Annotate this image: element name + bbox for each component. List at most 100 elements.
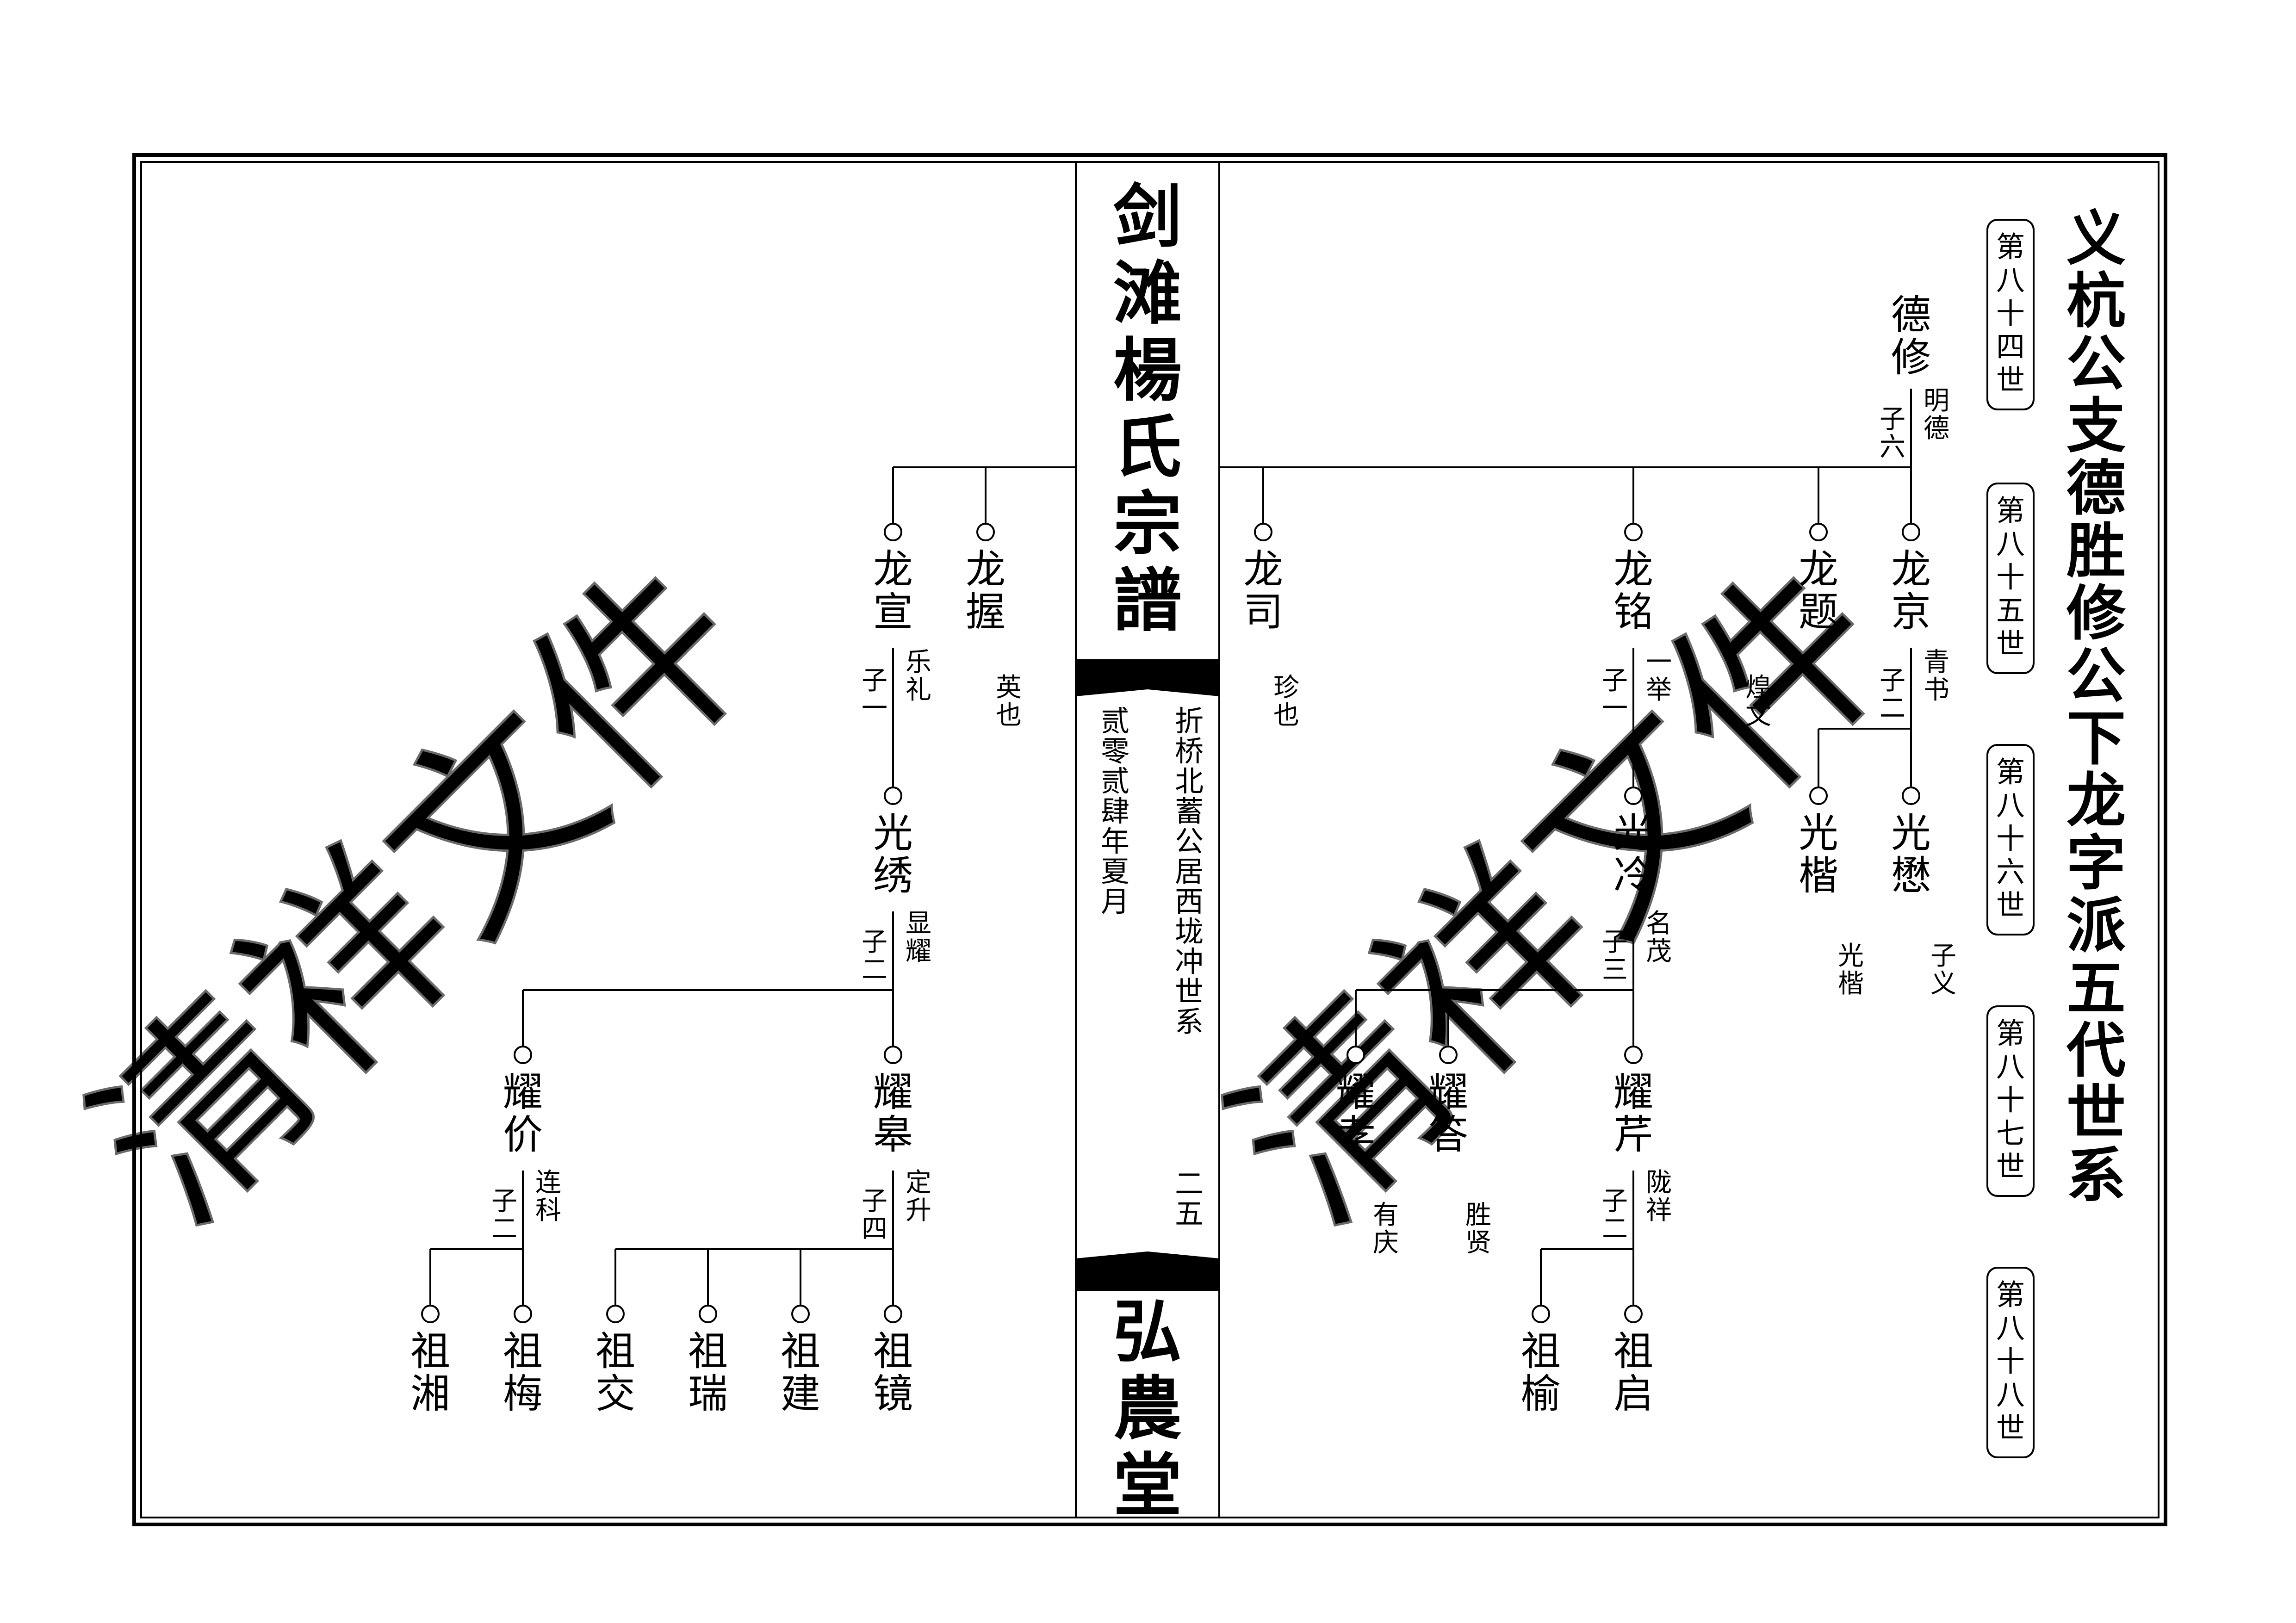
- generation-label-char: 八: [1996, 788, 2025, 822]
- person-node-circle: [1624, 523, 1643, 541]
- side-note-char: 子: [1930, 941, 1956, 971]
- person-longming: 龙铭: [1613, 523, 1653, 635]
- side-note-longti: 煌文: [1745, 673, 1771, 731]
- son-count-char: 子: [1880, 404, 1905, 434]
- generation-badge-frame: [1986, 744, 2035, 935]
- branch-line-char: 折: [1175, 704, 1204, 738]
- generation-label-char: 十: [1996, 822, 2025, 855]
- page-title-char: 德: [2066, 454, 2126, 523]
- person-name-char: 懋: [1891, 853, 1931, 899]
- generation-label-char: 五: [1996, 594, 2025, 627]
- person-name-char: 祖: [596, 1328, 635, 1375]
- person-guangxiu: 光绣: [873, 787, 913, 899]
- person-yaogao: 耀皋: [873, 1046, 913, 1158]
- person-name-char: 祖: [781, 1328, 820, 1375]
- son-count-char: 子: [862, 927, 887, 957]
- person-name-char: 耀: [503, 1069, 543, 1115]
- courtesy-name-char: 连: [535, 1168, 561, 1198]
- person-node-circle: [1809, 787, 1828, 805]
- generation-label-char: 第: [1996, 1016, 2025, 1050]
- person-node-circle: [884, 523, 902, 541]
- person-zurui: 祖瑞: [688, 1305, 728, 1417]
- person-node-circle: [884, 1305, 902, 1323]
- person-yaoda: 耀答: [1428, 1046, 1468, 1158]
- courtesy-name-char: 礼: [906, 675, 931, 705]
- person-zujiao: 祖交: [596, 1305, 635, 1417]
- side-note-char: 义: [1930, 969, 1956, 999]
- person-name-char: 耀: [1428, 1069, 1468, 1115]
- branch-line-char: 蓄: [1175, 794, 1204, 828]
- son-count-char: 二: [1880, 694, 1905, 724]
- son-count-char: 子: [1880, 666, 1905, 696]
- side-note-guangkai: 光楷: [1838, 941, 1864, 999]
- son-count-char: 子: [862, 666, 887, 696]
- courtesy-name-char: 升: [906, 1196, 931, 1226]
- date-line-char: 贰: [1101, 764, 1129, 798]
- generation-label-char: 十: [1996, 1083, 2025, 1117]
- son-count-char: 子: [1602, 666, 1628, 696]
- book-title: 剑 滩 楊 氏 宗 譜: [1113, 176, 1182, 641]
- person-guangkai: 光楷: [1799, 787, 1838, 899]
- person-node-circle: [884, 787, 902, 805]
- branch-line-char: 世: [1175, 975, 1204, 1009]
- side-note-guangmao: 子义: [1930, 941, 1956, 999]
- person-node-circle: [791, 1305, 810, 1323]
- page-title-char: 龙: [2066, 766, 2126, 836]
- page-title-char: 系: [2066, 1141, 2126, 1210]
- person-zujian: 祖建: [781, 1305, 820, 1417]
- person-name-char: 冷: [1613, 853, 1653, 899]
- person-name-char: 楷: [1799, 853, 1838, 899]
- side-note-yaoda: 胜贤: [1465, 1200, 1491, 1258]
- courtesy-name-char: 耀: [906, 936, 931, 966]
- person-longxuan: 龙宣: [873, 523, 913, 635]
- tree-lines: [429, 389, 1912, 1305]
- branch-line-char: 公: [1175, 824, 1204, 858]
- generation-label-char: 六: [1996, 855, 2025, 889]
- person-longsi: 龙司: [1243, 523, 1283, 635]
- son-count-char: 子: [491, 1186, 517, 1216]
- page-title-char: 支: [2066, 391, 2126, 461]
- hall-name-char-1: 弘: [1113, 1291, 1182, 1372]
- person-name-char: 龙: [966, 546, 1005, 593]
- generation-label-char: 十: [1996, 297, 2025, 330]
- page-title-char: 公: [2066, 641, 2126, 711]
- side-note-char: 光: [1838, 941, 1864, 971]
- person-name-char: 祖: [1613, 1328, 1653, 1375]
- person-name-char: 题: [1799, 589, 1838, 635]
- person-name-char: 德: [1891, 292, 1931, 338]
- person-zuqi: 祖启: [1613, 1305, 1653, 1417]
- person-node-circle: [606, 1305, 625, 1323]
- branch-line-char: 北: [1175, 764, 1204, 798]
- son-count-char: 二: [1602, 1214, 1628, 1244]
- generation-label-char: 世: [1996, 888, 2025, 922]
- person-zuxiang: 祖湘: [410, 1305, 450, 1417]
- date-line-char: 贰: [1101, 704, 1129, 738]
- person-zujing: 祖镜: [873, 1305, 913, 1417]
- person-name-char: 龙: [873, 546, 913, 593]
- person-node-circle: [884, 1046, 902, 1064]
- page-number: 二 五: [1175, 1167, 1204, 1231]
- son-count-char: 六: [1880, 432, 1905, 462]
- generation-label-char: 第: [1996, 230, 2025, 264]
- fish-tail-bottom: [1076, 1251, 1219, 1291]
- person-longjing: 龙京: [1891, 523, 1931, 635]
- date-line-char: 零: [1101, 734, 1129, 768]
- person-name-char: 铭: [1613, 589, 1653, 635]
- page-title-char: 代: [2066, 1016, 2126, 1085]
- person-name-char: 绣: [873, 853, 913, 899]
- page-title-char: 字: [2066, 829, 2126, 898]
- generation-label-char: 七: [1996, 1116, 2025, 1150]
- person-name-char: 祖: [410, 1328, 450, 1375]
- person-name-char: 芹: [1613, 1112, 1653, 1158]
- person-name-char: 司: [1243, 589, 1283, 635]
- generation-label-char: 世: [1996, 1150, 2025, 1183]
- person-name-char: 建: [781, 1371, 820, 1417]
- person-longwo: 龙握: [966, 523, 1005, 635]
- generation-label-char: 世: [1996, 627, 2025, 661]
